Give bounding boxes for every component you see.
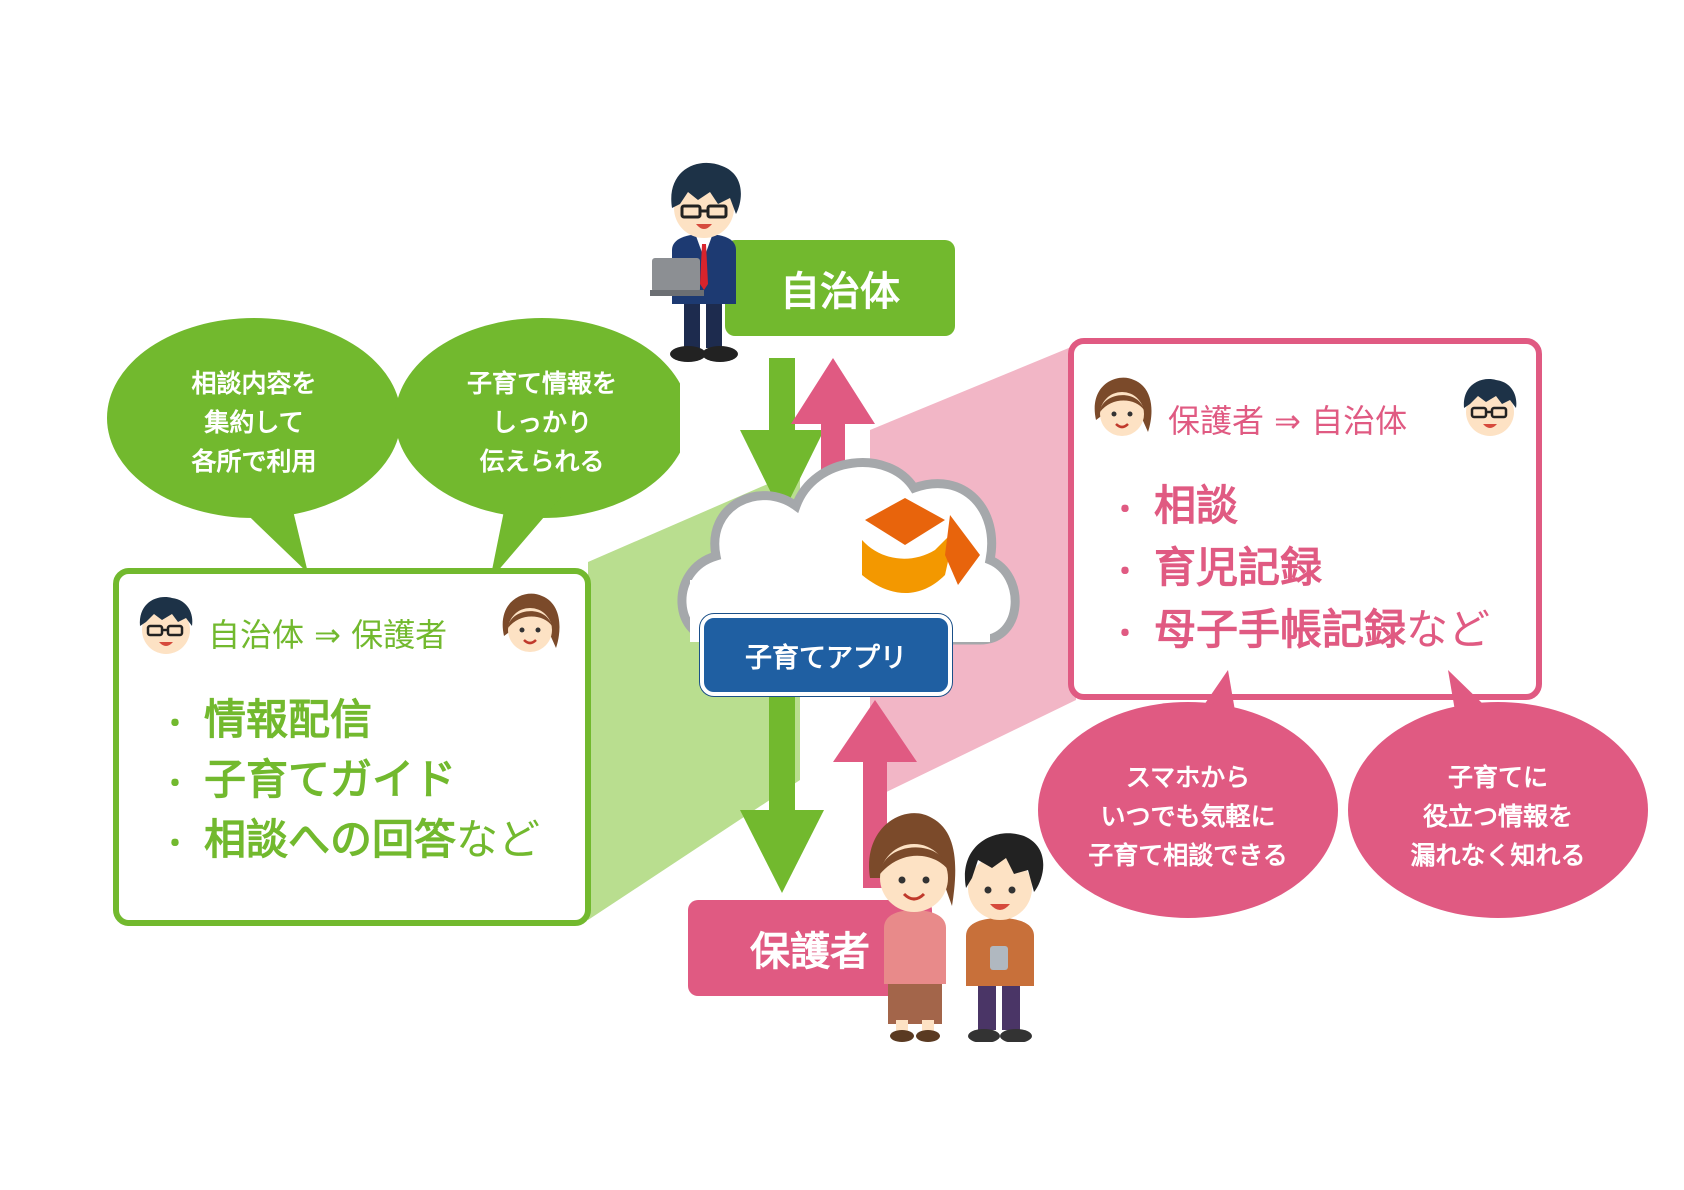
speech-bubble bbox=[1038, 670, 1338, 918]
speech-bubble bbox=[1348, 670, 1648, 918]
woman-icon bbox=[502, 593, 560, 652]
bubble-line: 漏れなく知れる bbox=[1410, 841, 1586, 870]
list-item: ・相談 bbox=[1110, 472, 1490, 534]
item-text: 育児記録 bbox=[1154, 543, 1323, 592]
parents-figure bbox=[869, 813, 1044, 1042]
bubble-line: 役立つ情報を bbox=[1422, 802, 1573, 831]
bullet: ・ bbox=[160, 827, 190, 862]
pink-bubble-1-text: スマホから いつでも気軽に 子育て相談できる bbox=[1048, 758, 1328, 875]
man-glasses-icon bbox=[650, 162, 741, 362]
app-logo-icon bbox=[862, 498, 980, 594]
pink-bubbles bbox=[1038, 670, 1648, 918]
list-item: ・子育てガイド bbox=[160, 746, 540, 806]
woman-icon bbox=[1094, 377, 1152, 436]
arrow-down-icon bbox=[740, 358, 824, 515]
man-glasses-icon bbox=[139, 597, 193, 654]
list-item: ・相談への回答など bbox=[160, 806, 540, 866]
bullet: ・ bbox=[1110, 493, 1140, 528]
bullet: ・ bbox=[160, 707, 190, 742]
bubble-line: 各所で利用 bbox=[191, 447, 317, 476]
woman-icon bbox=[869, 813, 956, 1042]
bubble-line: 伝えられる bbox=[479, 447, 605, 476]
bubble-line: スマホから bbox=[1125, 763, 1251, 792]
bullet: ・ bbox=[1110, 617, 1140, 652]
bubble-line: 集約して bbox=[204, 408, 304, 437]
left-box-direction: 自治体 ⇒ 保護者 bbox=[208, 616, 448, 654]
item-text: 相談 bbox=[1154, 481, 1239, 530]
man-glasses-icon bbox=[1463, 379, 1517, 436]
arrow-down-icon bbox=[740, 695, 824, 893]
item-text: 母子手帳記録 bbox=[1154, 605, 1407, 654]
list-item: ・母子手帳記録など bbox=[1110, 596, 1490, 658]
list-item: ・育児記録 bbox=[1110, 534, 1490, 596]
right-box-list: ・相談 ・育児記録 ・母子手帳記録など bbox=[1110, 472, 1490, 658]
speech-bubble bbox=[107, 318, 401, 573]
pink-bubble-2-text: 子育てに 役立つ情報を 漏れなく知れる bbox=[1358, 758, 1638, 875]
man-icon bbox=[964, 833, 1044, 1042]
green-bubbles bbox=[107, 318, 680, 580]
bubble-line: 子育てに bbox=[1447, 763, 1548, 792]
green-bubble-2-text: 子育て情報を しっかり 伝えられる bbox=[412, 364, 672, 481]
item-text: 情報配信 bbox=[204, 695, 373, 744]
speech-bubble bbox=[395, 318, 680, 580]
app-label: 子育てアプリ bbox=[700, 614, 952, 696]
bubble-line: 子育て相談できる bbox=[1088, 841, 1288, 870]
left-box-list: ・情報配信 ・子育てガイド ・相談への回答など bbox=[160, 686, 540, 866]
bubble-line: しっかり bbox=[491, 408, 592, 437]
right-box-direction: 保護者 ⇒ 自治体 bbox=[1168, 402, 1408, 440]
bubble-line: いつでも気軽に bbox=[1100, 802, 1276, 831]
item-text: 子育てガイド bbox=[204, 755, 457, 804]
item-suffix: など bbox=[1406, 605, 1491, 654]
list-item: ・情報配信 bbox=[160, 686, 540, 746]
item-text: 相談への回答 bbox=[204, 815, 457, 864]
bullet: ・ bbox=[1110, 555, 1140, 590]
item-suffix: など bbox=[456, 815, 541, 864]
green-bubble-1-text: 相談内容を 集約して 各所で利用 bbox=[124, 364, 384, 481]
bullet: ・ bbox=[160, 767, 190, 802]
gov-label: 自治体 bbox=[725, 240, 955, 336]
bubble-line: 相談内容を bbox=[191, 369, 317, 398]
bubble-line: 子育て情報を bbox=[466, 369, 617, 398]
